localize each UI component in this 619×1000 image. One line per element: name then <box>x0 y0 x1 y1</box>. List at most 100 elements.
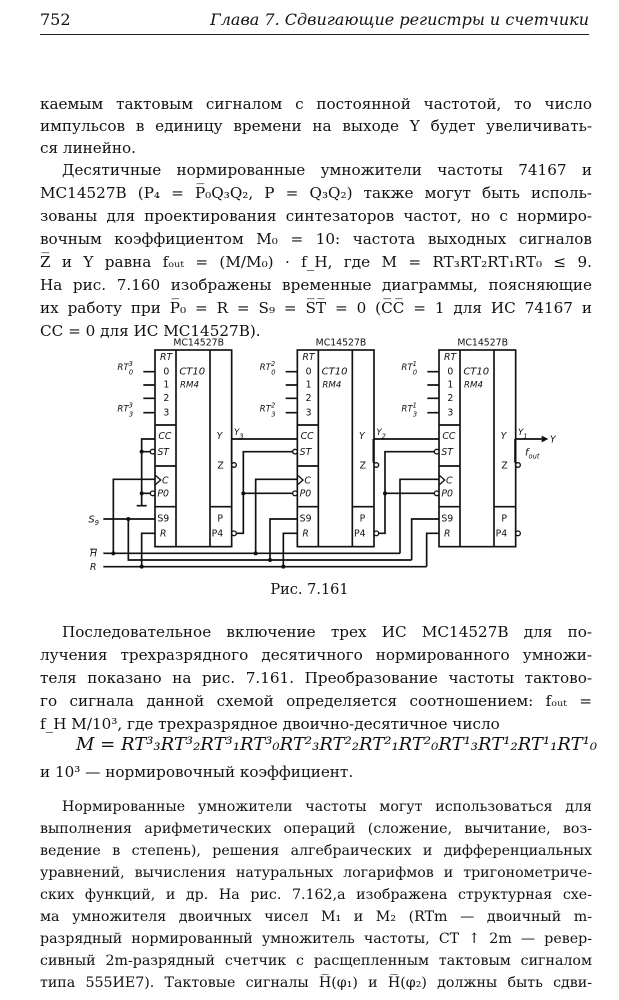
pin-2: 2 <box>306 393 312 404</box>
page-number: 752 <box>40 10 71 29</box>
text-line: На рис. 7.160 изображены временные диагр… <box>40 276 592 294</box>
chip-title: MC14527B <box>316 338 367 349</box>
chip-body <box>438 349 517 548</box>
pin-z: Z <box>360 460 366 471</box>
text-line: лучения трехразрядного десятичного норми… <box>40 646 592 664</box>
pin-r: R <box>302 529 308 540</box>
arrow-icon <box>541 435 549 443</box>
text-line: MC14527B (P₄ = P̅₀Q₃Q₂, P = Q₃Q₂) также … <box>40 184 592 202</box>
pin-3: 3 <box>163 407 169 418</box>
pin-r: R <box>444 529 450 540</box>
page-header: 752 Глава 7. Сдвигающие регистры и счетч… <box>40 10 589 34</box>
figure-caption: Рис. 7.161 <box>270 582 349 598</box>
chip-title: MC14527B <box>457 338 508 349</box>
inversion-bubble <box>515 530 521 537</box>
pin-s9: S9 <box>300 514 312 525</box>
pin-p: P <box>217 514 223 525</box>
pin-2: 2 <box>163 393 169 404</box>
output-y: Y <box>550 434 557 445</box>
pin-cc: CC <box>158 431 172 442</box>
text-line: f_H M/10³, где трехразрядное двоично-дес… <box>40 715 500 733</box>
pin-st: ST <box>441 447 454 458</box>
signal-h: H <box>90 549 97 560</box>
text-line: Десятичные нормированные умножители част… <box>62 161 592 179</box>
text-line: разрядный нормированный умножитель часто… <box>40 931 592 947</box>
pin-y: Y <box>501 431 508 442</box>
pin-y: Y <box>359 431 366 442</box>
pin-2: 2 <box>447 393 453 404</box>
pin-y: Y <box>217 431 224 442</box>
text-line: Последовательное включение трех ИС MC145… <box>62 623 592 641</box>
inversion-bubble <box>515 462 521 468</box>
text-line: и 10³ — нормировочный коэффициент. <box>40 763 354 781</box>
pin-s9: S9 <box>157 514 169 525</box>
inversion-bubble <box>292 490 298 497</box>
signal-r: R <box>90 562 96 573</box>
inversion-bubble <box>231 530 237 537</box>
inversion-bubble <box>433 490 440 497</box>
text-line: ведение в степень), решения алгебраическ… <box>40 843 592 859</box>
wiring <box>103 438 542 568</box>
pin-3: 3 <box>306 407 312 418</box>
chip-body <box>154 349 233 548</box>
output-fout: fout <box>525 448 540 461</box>
label-ct10: CT10 <box>322 366 348 377</box>
text-line: зованы для проектирования синтезаторов ч… <box>40 207 592 225</box>
inversion-bubble <box>149 448 156 455</box>
chip-output-label: Y2 <box>376 428 386 440</box>
text-line: выполнения арифметических операций (слож… <box>40 821 592 837</box>
pin-p: P <box>360 514 366 525</box>
pin-st: ST <box>157 447 170 458</box>
pin-rt: RT <box>302 352 315 363</box>
chip-lines <box>143 350 232 547</box>
pin-z: Z <box>501 460 507 471</box>
label-rm4: RM4 <box>464 381 483 391</box>
text-line: вочным коэффициентом M₀ = 10: частота вы… <box>40 230 592 248</box>
inversion-bubble <box>231 462 237 468</box>
text-line: ских функций, и др. На рис. 7.162,a изоб… <box>40 887 592 903</box>
pin-rt: RT <box>444 352 457 363</box>
pin-r: R <box>160 529 166 540</box>
pin-cc: CC <box>442 431 456 442</box>
pin-p4: P4 <box>496 529 508 540</box>
pin-c: C <box>304 475 311 486</box>
junction-dots <box>111 449 387 569</box>
text-line: CC = 0 для ИС MC14527B). <box>40 322 261 340</box>
chip-title: MC14527B <box>173 338 224 349</box>
pin-p: P <box>501 514 507 525</box>
pin-z: Z <box>217 460 223 471</box>
pin-1: 1 <box>447 380 453 391</box>
signal-s9: S9 <box>88 514 99 527</box>
label-ct10: CT10 <box>179 366 205 377</box>
pin-p0: P0 <box>300 489 312 500</box>
clock-icon <box>438 474 446 486</box>
chapter-title: Глава 7. Сдвигающие регистры и счетчики <box>210 10 589 29</box>
text-line: ма умножителя двоичных чисел M₁ и M₂ (RT… <box>40 909 592 925</box>
pin-0: 0 <box>306 366 312 377</box>
pin-p4: P4 <box>212 529 224 540</box>
pin-c: C <box>162 475 169 486</box>
pin-1: 1 <box>163 380 169 391</box>
pin-0: 0 <box>447 366 453 377</box>
pin-0: 0 <box>163 366 169 377</box>
inversion-bubble <box>373 530 380 537</box>
text-line: теля показано на рис. 7.161. Преобразова… <box>40 669 592 687</box>
label-rm4: RM4 <box>180 381 199 391</box>
clock-icon <box>154 474 162 486</box>
chip-lines <box>427 350 516 547</box>
pin-rt: RT <box>160 352 173 363</box>
pin-p4: P4 <box>354 529 366 540</box>
inversion-bubble <box>373 462 380 468</box>
pin-c: C <box>446 475 453 486</box>
pin-1: 1 <box>306 380 312 391</box>
chip-output-label: Y1 <box>518 428 528 440</box>
